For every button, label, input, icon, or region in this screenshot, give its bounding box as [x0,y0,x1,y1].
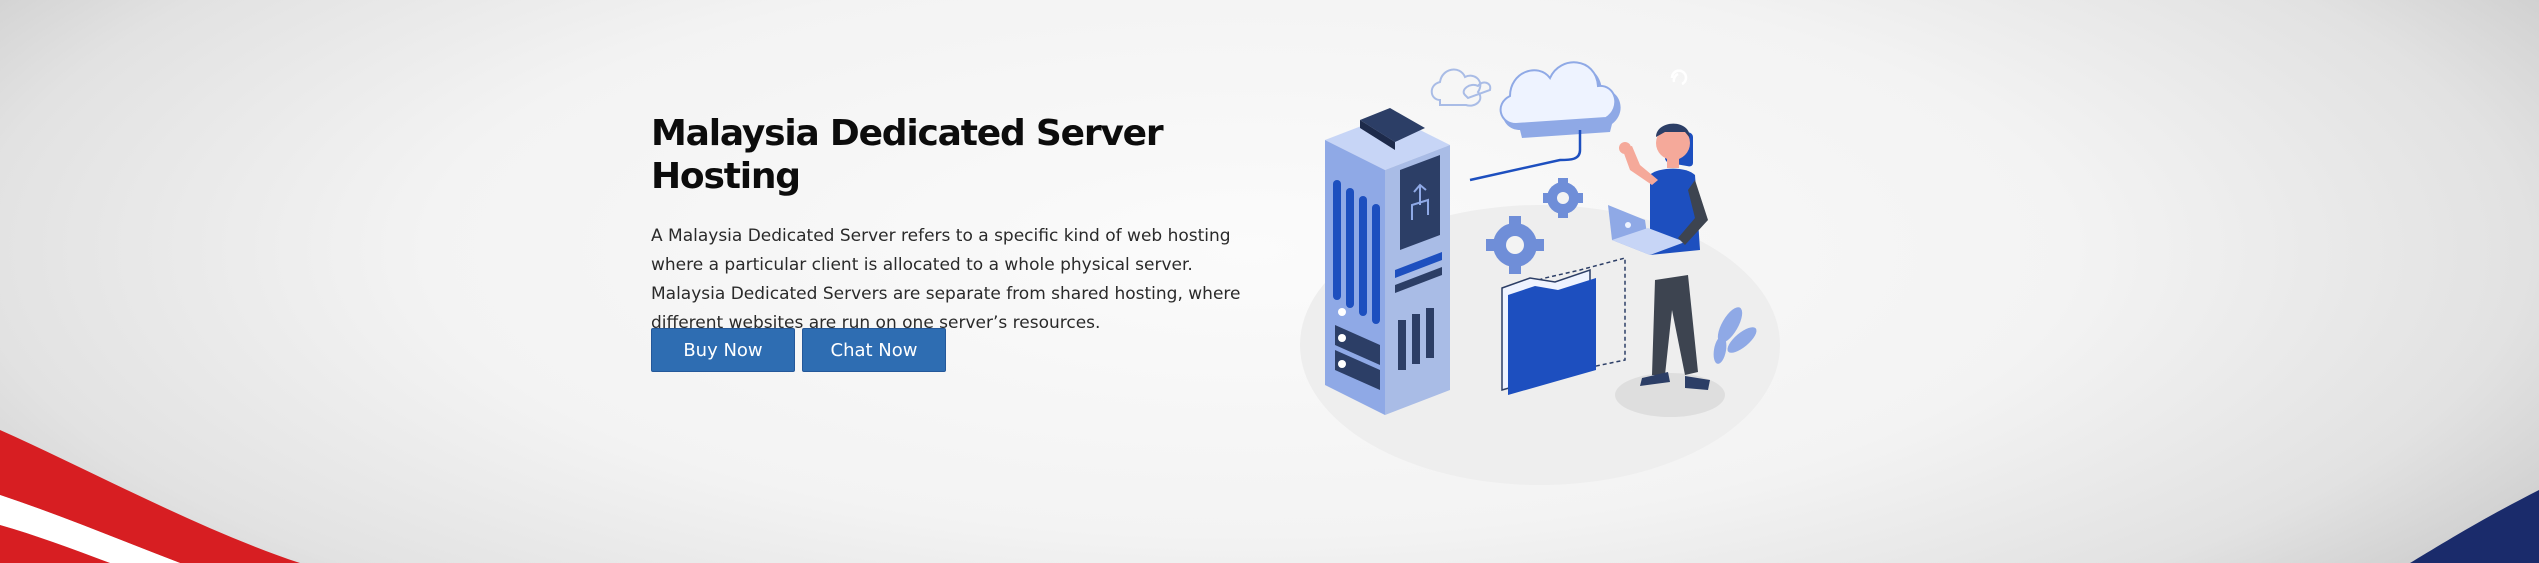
cloud-outline-icon [1430,68,1492,107]
flag-stripe-right [2410,490,2539,563]
folder-icon [1501,257,1626,395]
cable-line [1469,130,1582,182]
server-rack-icon [1325,108,1450,415]
buy-now-button[interactable]: Buy Now [651,328,795,372]
gear-icon [1486,178,1583,274]
plant-icon [1713,307,1757,364]
hero-illustration [1300,61,1780,485]
person-shadow [1615,373,1725,417]
flag-stripe-left [0,430,300,563]
page-title: Malaysia Dedicated Server Hosting [651,113,1164,198]
person-with-laptop-icon [1608,123,1710,390]
hero-actions: Buy Now Chat Now [651,328,946,372]
chat-now-button[interactable]: Chat Now [802,328,946,372]
hero-description: A Malaysia Dedicated Server refers to a … [651,226,1241,334]
hero-text-block: Malaysia Dedicated Server Hosting A Mala… [651,112,1251,338]
cloud-icon [1499,61,1621,138]
